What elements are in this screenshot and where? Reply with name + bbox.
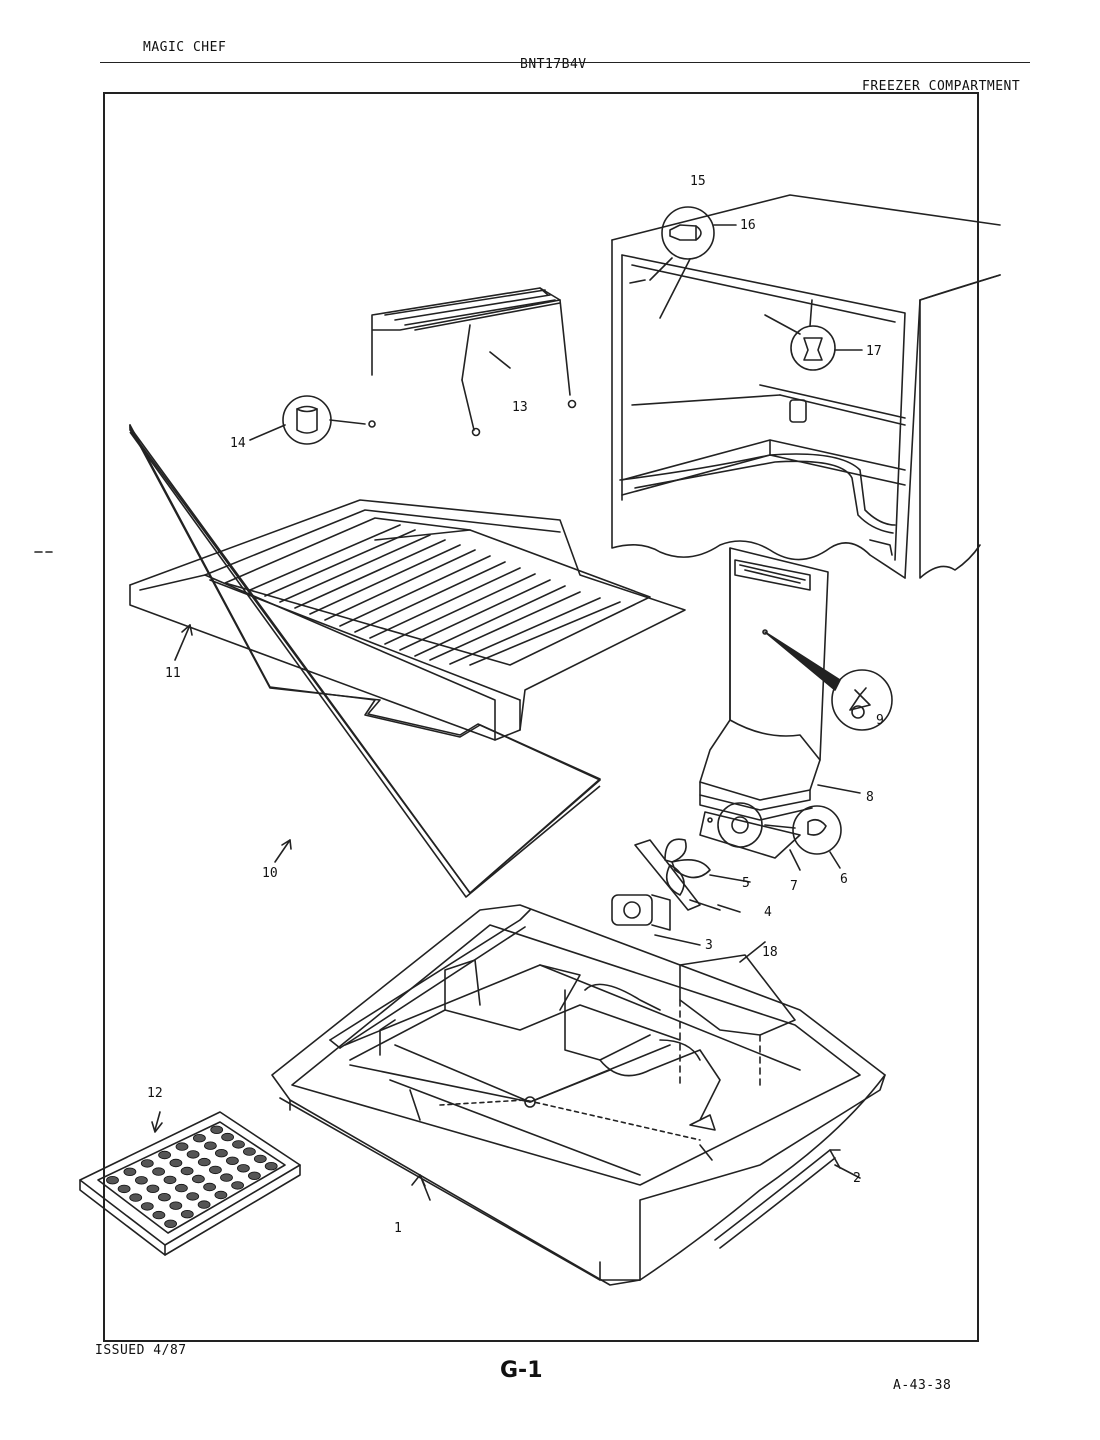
page-code: G-1 [500,1358,543,1383]
ice-cube-cell [264,1161,278,1171]
ice-cube-cell [203,1182,217,1192]
part-13-bracket [368,287,577,437]
ice-cube-cell [152,1167,166,1176]
ice-cube-cell [203,1141,217,1150]
callout-4: 4 [764,905,772,920]
ice-cube-cell [174,1183,188,1193]
ice-cube-cell [140,1159,154,1168]
part-12-ice-tray [79,1111,301,1256]
ice-cube-cell [117,1184,131,1194]
ice-cube-cell [180,1166,194,1176]
ice-cube-cell [164,1219,178,1228]
ice-cube-cell [157,1192,171,1202]
ice-cube-cell [220,1173,233,1182]
ice-cube-cell [129,1193,143,1202]
header-rule [100,62,1030,63]
part-6-detail [764,805,842,869]
part-11-shelf [129,499,686,741]
ice-cube-cell [123,1167,137,1176]
ice-cube-cell [180,1209,194,1219]
ice-cube-cell [236,1164,250,1173]
part-5-fan-blade [664,838,751,896]
issued-date: ISSUED 4/87 [95,1343,187,1358]
ice-cube-cell [152,1210,166,1220]
ice-cube-cell [210,1125,224,1134]
ice-cube-cell [221,1132,235,1142]
callout-2: 2 [853,1171,861,1186]
callout-5: 5 [742,876,750,891]
ice-cube-cell [214,1190,228,1200]
part-17-detail [764,299,863,371]
ice-cube-cell [175,1142,189,1151]
part-18-drain-trough [679,941,796,1091]
model-number: BNT17B4V [520,57,587,72]
part-7-bracket [699,802,801,871]
ice-cube-cell [158,1150,172,1160]
ice-cube-cell [225,1156,239,1165]
callout-18: 18 [762,945,778,960]
part-1-freezer-floor [271,904,886,1286]
freezer-cabinet [611,194,1001,579]
ice-cube-cell [242,1147,256,1156]
callout-13: 13 [512,400,528,415]
ice-cube-cell [169,1158,183,1168]
part-8-duct [699,547,861,821]
part-14-detail [249,395,366,445]
part-3-fan-motor [611,839,701,946]
callout-14: 14 [230,436,246,451]
callout-3: 3 [705,938,713,953]
ice-cube-cell [232,1140,245,1149]
callout-17: 17 [866,344,882,359]
brand-name: MAGIC CHEF [143,40,227,55]
ice-cube-cell [106,1175,119,1185]
ice-cube-cell [214,1148,228,1158]
ice-cube-cell [197,1157,211,1167]
callout-6: 6 [840,872,848,887]
section-title: FREEZER COMPARTMENT [862,79,1021,94]
part-4-shaft [689,899,741,913]
ice-cube-cell [192,1133,206,1143]
ice-cube-cell [169,1201,183,1210]
ice-cube-cell [197,1200,211,1209]
ice-cube-cell [186,1192,200,1201]
callout-16: 16 [740,218,756,233]
ice-cube-cell [186,1150,200,1159]
callout-10: 10 [262,866,278,881]
ice-cube-cell [247,1171,261,1180]
callout-15: 15 [690,174,706,189]
diagram-frame [103,92,979,1342]
ice-cube-cell [231,1181,245,1190]
part-15-16-detail [649,206,737,319]
callout-11: 11 [165,666,181,681]
ice-cube-cell [208,1165,222,1175]
ice-cube-cell [163,1175,177,1185]
ice-cube-cell [140,1202,154,1211]
ice-cube-cell [191,1174,205,1184]
callout-9: 9 [876,713,884,728]
part-2-seal-strip [714,1149,861,1249]
callout-7: 7 [790,879,798,894]
drawing-number: A-43-38 [893,1378,952,1393]
ice-cube-cell [253,1154,267,1164]
callout-12: 12 [147,1086,163,1101]
callout-8: 8 [866,790,874,805]
ice-cube-cell [146,1184,160,1193]
part-9-detail [764,631,893,731]
ice-cube-cell [134,1176,148,1185]
callout-1: 1 [394,1221,402,1236]
